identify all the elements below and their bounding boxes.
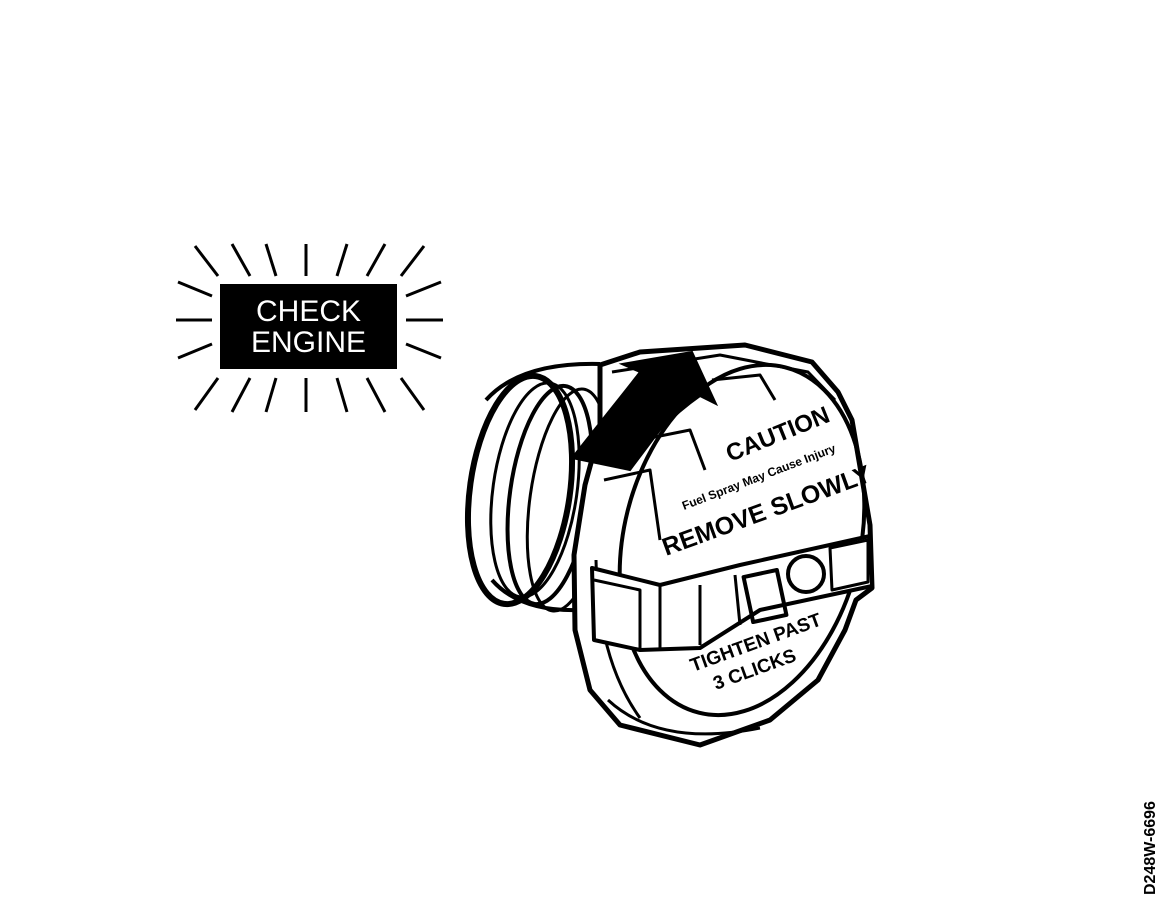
grip-end bbox=[828, 538, 870, 592]
ray bbox=[405, 280, 442, 298]
ray bbox=[193, 245, 220, 277]
side-ridge bbox=[711, 373, 777, 401]
cap-rim-bottom bbox=[606, 698, 761, 736]
ray bbox=[365, 377, 387, 413]
ray bbox=[335, 377, 349, 413]
neck-top-edge bbox=[484, 361, 601, 402]
ray bbox=[193, 377, 220, 411]
turn-arrow-icon bbox=[570, 350, 719, 472]
grip-rib bbox=[733, 574, 742, 626]
grip-rib bbox=[593, 578, 642, 650]
ray bbox=[365, 243, 387, 277]
neck-ring-outer bbox=[464, 372, 576, 608]
ray bbox=[264, 243, 278, 277]
ray bbox=[177, 280, 213, 298]
neck-ring bbox=[489, 381, 581, 599]
neck-bottom-edge bbox=[490, 578, 581, 613]
ray bbox=[230, 377, 252, 413]
check-engine-light: CHECK ENGINE bbox=[220, 284, 397, 369]
grip-slot bbox=[741, 567, 789, 625]
ray bbox=[177, 342, 213, 360]
side-ridge bbox=[639, 428, 707, 471]
figure-reference-code: D248W-6696 bbox=[1142, 801, 1159, 895]
ray bbox=[264, 377, 278, 413]
grip-handle bbox=[590, 534, 874, 652]
check-engine-line2: ENGINE bbox=[250, 325, 367, 359]
ray bbox=[335, 243, 349, 277]
ray bbox=[399, 245, 426, 277]
side-ridge bbox=[603, 468, 662, 541]
ray bbox=[405, 342, 442, 360]
tether-hole bbox=[786, 554, 826, 594]
ray bbox=[230, 243, 252, 277]
check-engine-line1: CHECK bbox=[255, 294, 361, 328]
ray bbox=[399, 377, 426, 411]
